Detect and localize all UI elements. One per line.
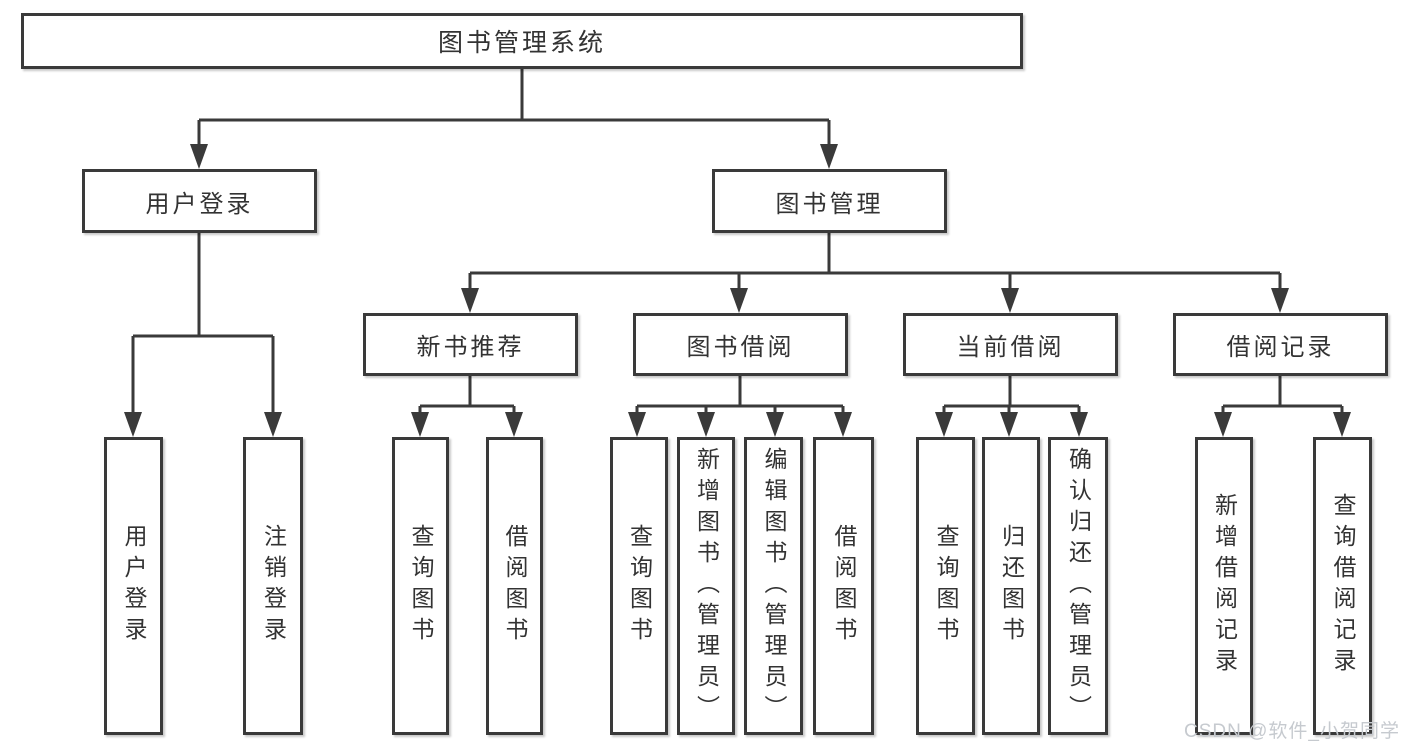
leaf-add-borrow-record: 新增借阅记录 [1195, 437, 1253, 735]
node-label: 归还图书 [998, 524, 1025, 648]
node-label: 图书借阅 [686, 334, 795, 361]
node-label: 查询图书 [933, 524, 959, 648]
leaf-query-books-borrow: 查询图书 [610, 437, 668, 735]
node-label: 编辑图书（管理员） [761, 446, 787, 726]
watermark: CSDN @软件_小贺同学 [1184, 721, 1400, 742]
node-label: 图书管理系统 [437, 29, 606, 57]
node-label: 当前借阅 [956, 334, 1065, 361]
node-label: 新增借阅记录 [1211, 493, 1238, 679]
leaf-query-books-recommend: 查询图书 [392, 437, 449, 735]
node-label: 查询图书 [408, 524, 434, 648]
leaf-query-books-current: 查询图书 [916, 437, 975, 735]
node-label: 图书管理 [775, 190, 884, 218]
node-label: 新增图书（管理员） [693, 446, 720, 726]
node-label: 借阅图书 [502, 524, 528, 648]
node-user-login-branch: 用户登录 [82, 169, 317, 233]
leaf-query-borrow-record: 查询借阅记录 [1313, 437, 1372, 735]
node-borrow-records: 借阅记录 [1173, 313, 1388, 376]
node-label: 注销登录 [260, 524, 287, 648]
node-book-management-branch: 图书管理 [712, 169, 947, 233]
node-label: 用户登录 [145, 190, 254, 218]
node-book-borrow: 图书借阅 [633, 313, 848, 376]
leaf-add-book-admin: 新增图书（管理员） [677, 437, 735, 735]
node-root-system: 图书管理系统 [21, 13, 1023, 69]
node-label: 借阅图书 [831, 524, 857, 648]
node-label: 查询借阅记录 [1330, 493, 1356, 679]
leaf-user-login: 用户登录 [104, 437, 163, 735]
leaf-return-books: 归还图书 [982, 437, 1040, 735]
node-label: 用户登录 [121, 524, 147, 648]
node-label: 新书推荐 [416, 334, 525, 361]
leaf-logout: 注销登录 [243, 437, 303, 735]
leaf-borrow-books-recommend: 借阅图书 [486, 437, 543, 735]
leaf-edit-book-admin: 编辑图书（管理员） [744, 437, 803, 735]
leaf-borrow-books: 借阅图书 [813, 437, 874, 735]
node-current-borrow: 当前借阅 [903, 313, 1118, 376]
node-label: 借阅记录 [1226, 334, 1335, 361]
node-label: 确认归还（管理员） [1065, 446, 1092, 726]
leaf-confirm-return-admin: 确认归还（管理员） [1048, 437, 1108, 735]
node-new-book-recommend: 新书推荐 [363, 313, 578, 376]
node-label: 查询图书 [626, 524, 653, 648]
